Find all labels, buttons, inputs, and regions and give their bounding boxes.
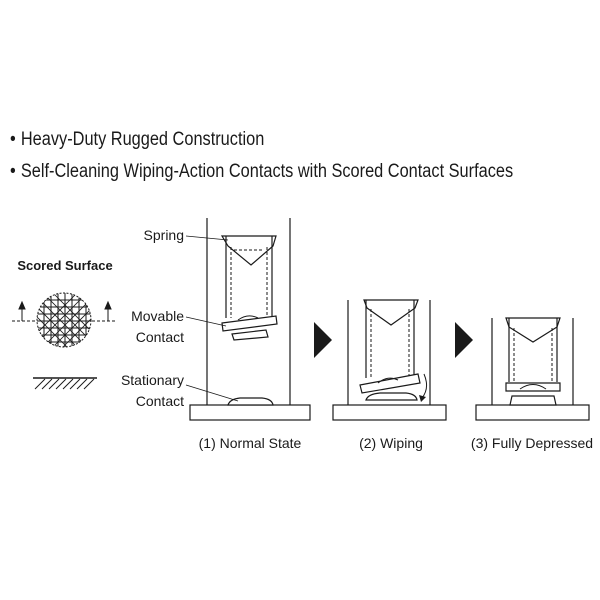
scored-surface-inset: Scored Surface: [12, 258, 116, 390]
section-arrow-icon: [12, 300, 116, 322]
state-caption-normal: (1) Normal State: [199, 435, 302, 451]
spring-leader-line: [185, 235, 229, 241]
movable-leader-line: [185, 316, 227, 327]
movable-contact-label-line2: Contact: [136, 329, 184, 345]
movable-contact-label-line1: Movable: [131, 308, 184, 324]
feature-text: Self-Cleaning Wiping-Action Contacts wit…: [20, 161, 514, 182]
scored-grid-icon: [37, 293, 91, 347]
feature-bullet: •Self-Cleaning Wiping-Action Contacts wi…: [10, 160, 513, 184]
switch-fully-depressed-state: [475, 317, 590, 421]
spring-label: Spring: [144, 227, 184, 243]
transition-arrow-icon: [455, 322, 473, 358]
stationary-leader-line: [185, 384, 239, 402]
feature-bullet: •Heavy-Duty Rugged Construction: [10, 128, 513, 152]
state-caption-fully-depressed: (3) Fully Depressed: [471, 435, 593, 451]
stationary-contact-label-line1: Stationary: [121, 372, 184, 388]
switch-normal-state: [189, 218, 311, 421]
stationary-contact-label-line2: Contact: [136, 393, 184, 409]
scored-surface-title: Scored Surface: [17, 258, 112, 273]
transition-arrow-icon: [314, 322, 332, 358]
feature-text: Heavy-Duty Rugged Construction: [20, 129, 265, 150]
switch-wiping-state: [332, 299, 447, 421]
callouts: Spring Movable Contact Stationary Contac…: [121, 227, 239, 409]
bullet-dot-icon: •: [10, 129, 16, 150]
feature-list: •Heavy-Duty Rugged Construction •Self-Cl…: [10, 128, 595, 192]
state-caption-wiping: (2) Wiping: [359, 435, 423, 451]
surface-hatch-icon: [33, 377, 97, 390]
bullet-dot-icon: •: [10, 161, 16, 182]
